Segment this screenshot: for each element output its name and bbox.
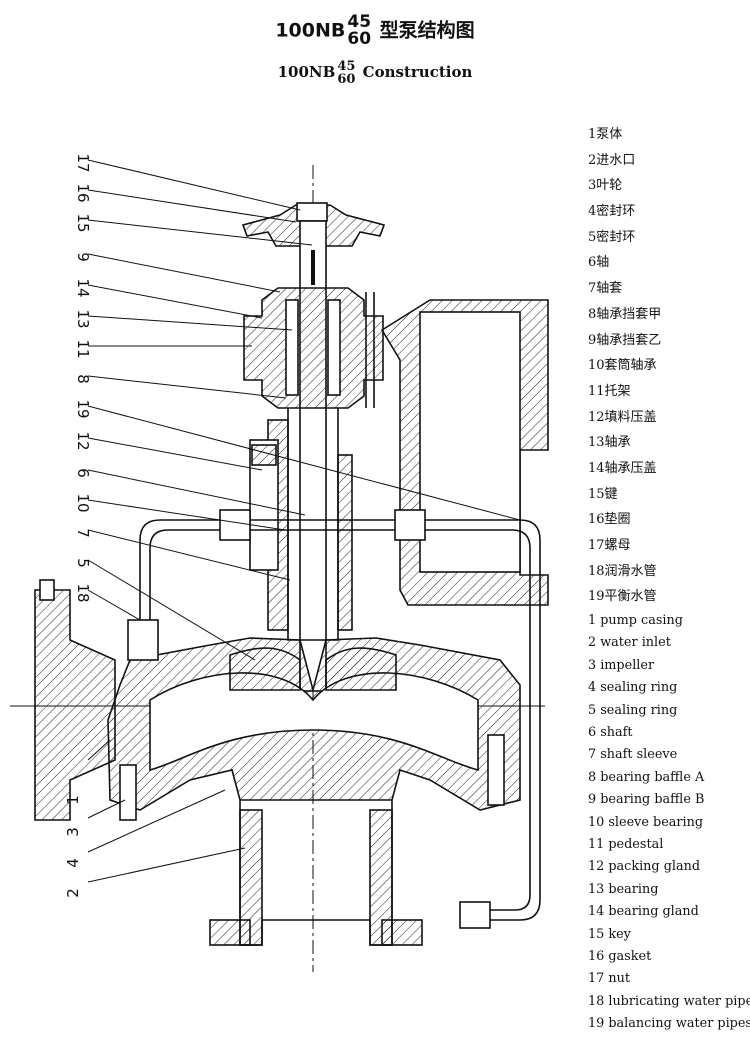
pump-outline: [10, 165, 549, 972]
en-fraction-bottom: 60: [337, 72, 356, 87]
legend-en-item: 5 sealing ring: [588, 702, 678, 718]
callout-5: 5: [74, 558, 92, 568]
legend-en-item: 17 nut: [588, 971, 630, 987]
callout-13: 13: [74, 309, 92, 328]
callout-10: 10: [74, 493, 92, 512]
legend-en-item: 10 sleeve bearing: [588, 814, 704, 830]
legend-cn-item: 3叶轮: [588, 178, 623, 194]
legend-en-item: 1 pump casing: [588, 613, 683, 629]
legend-cn-item: 8轴承挡套甲: [588, 306, 662, 322]
callout-8: 8: [74, 374, 92, 384]
legend-cn-item: 19平衡水管: [588, 589, 657, 605]
callout-17: 17: [74, 153, 92, 172]
flange-bolt: [39, 579, 55, 601]
callout-14: 14: [74, 278, 92, 297]
pipe-fitting-mid-left: [219, 509, 251, 541]
legend-en-item: 8 bearing baffle A: [588, 769, 705, 785]
legend-cn-item: 4密封环: [588, 204, 636, 220]
legend-en-item: 13 bearing: [588, 881, 659, 897]
callout-16: 16: [74, 183, 92, 202]
callout-numbers-bottom: 1 3 4 2: [64, 795, 82, 898]
callout-12: 12: [74, 431, 92, 450]
pipe-fitting-bottom: [459, 901, 491, 929]
legend-en-item: 16 gasket: [588, 948, 652, 964]
casing-stud-right: [487, 734, 505, 806]
title-cn-suffix: 型泵结构图: [379, 19, 475, 42]
callout-7: 7: [74, 528, 92, 538]
legend-en-item: 18 lubricating water pipe: [588, 993, 750, 1009]
en-fraction-top: 45: [337, 59, 356, 74]
inlet-flange-right: [381, 919, 423, 946]
legend-cn-item: 9轴承挡套乙: [588, 332, 662, 348]
callout-3: 3: [64, 827, 82, 837]
legend-en-item: 14 bearing gland: [588, 904, 699, 920]
callout-9: 9: [74, 252, 92, 262]
legend-cn-item: 5密封环: [588, 229, 636, 245]
callout-1: 1: [64, 795, 82, 805]
parts-legend: 1泵体 2进水口 3叶轮 4密封环 5密封环 6轴 7轴套 8轴承挡套甲 9轴承…: [588, 122, 750, 1035]
legend-en-item: 2 water inlet: [588, 635, 671, 651]
casing-stud-left: [119, 764, 137, 821]
legend-en-item: 4 sealing ring: [588, 680, 678, 696]
callout-numbers-left: 17 16 15 9 14 13 11 8 19 12 6 10 7 5 18: [74, 153, 92, 602]
callout-2: 2: [64, 888, 82, 898]
legend-cn-item: 15键: [588, 486, 618, 502]
fraction-bottom: 60: [347, 29, 372, 49]
title-prefix: 100NB: [275, 19, 346, 42]
legend-cn-item: 11托架: [588, 383, 631, 399]
callout-19: 19: [74, 399, 92, 418]
outlet-flange: [34, 589, 116, 821]
leader-lines: [87, 159, 521, 883]
legend-en-item: 7 shaft sleeve: [588, 747, 678, 763]
legend-cn-item: 14轴承压盖: [588, 460, 657, 476]
balancing-water-pipe-inner: [149, 529, 531, 911]
callout-6: 6: [74, 468, 92, 478]
legend-cn-item: 10套筒轴承: [588, 358, 657, 374]
bearing-housing: [243, 287, 384, 409]
legend-english: 1 pump casing 2 water inlet 3 impeller 4…: [588, 610, 750, 1035]
balancing-water-pipe: [139, 519, 541, 921]
legend-en-item: 15 key: [588, 926, 631, 942]
bearing-left: [285, 299, 299, 396]
legend-cn-item: 2进水口: [588, 152, 636, 168]
legend-en-item: 12 packing gland: [588, 859, 701, 875]
legend-cn-item: 17螺母: [588, 538, 631, 553]
legend-cn-item: 6轴: [588, 255, 610, 271]
legend-cn-item: 7轴套: [588, 281, 623, 297]
pipe-fitting-left: [127, 619, 159, 661]
legend-cn-item: 18润滑水管: [588, 563, 657, 579]
callout-18: 18: [74, 583, 92, 602]
legend-chinese: 1泵体 2进水口 3叶轮 4密封环 5密封环 6轴 7轴套 8轴承挡套甲 9轴承…: [588, 122, 750, 610]
title-en-suffix: Construction: [362, 63, 473, 81]
legend-cn-item: 12填料压盖: [588, 409, 657, 425]
callout-4: 4: [64, 858, 82, 868]
legend-en-item: 3 impeller: [588, 657, 655, 673]
impeller-left: [229, 647, 301, 691]
legend-cn-item: 1泵体: [588, 127, 623, 142]
legend-en-item: 9 bearing baffle B: [588, 792, 705, 808]
impeller-right: [325, 647, 397, 691]
pedestal-right-wall: [337, 454, 353, 631]
callout-11: 11: [74, 339, 92, 358]
title-en-prefix: 100NB: [277, 63, 336, 81]
legend-cn-item: 16垫圈: [588, 512, 631, 528]
legend-en-item: 6 shaft: [588, 725, 633, 741]
legend-en-item: 11 pedestal: [588, 836, 664, 852]
fraction-top: 45: [347, 12, 372, 32]
inlet-flange-left: [209, 919, 251, 946]
bearing-right: [327, 299, 341, 396]
callout-15: 15: [74, 213, 92, 232]
legend-en-item: 19 balancing water pipes: [588, 1016, 750, 1032]
legend-cn-item: 13轴承: [588, 435, 631, 451]
pipe-fitting-mid-right: [394, 509, 426, 541]
nut: [296, 202, 328, 222]
